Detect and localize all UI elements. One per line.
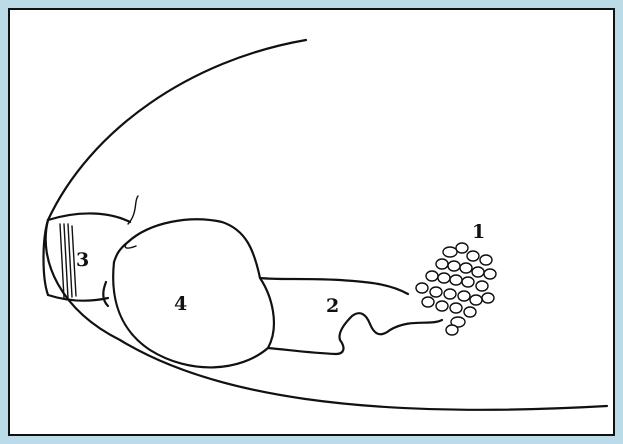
label-3: 3 (76, 249, 89, 271)
snail-reproductive-diagram: 1 2 3 4 (10, 10, 613, 434)
label-4: 4 (174, 293, 187, 315)
diagram-panel: 1 2 3 4 (8, 8, 615, 436)
part-2-duct (260, 278, 442, 354)
label-1: 1 (472, 221, 485, 243)
part-4-body (113, 219, 274, 367)
label-2: 2 (326, 295, 339, 317)
part-1-egg-cluster (416, 243, 496, 335)
part-3-cap (44, 196, 139, 306)
